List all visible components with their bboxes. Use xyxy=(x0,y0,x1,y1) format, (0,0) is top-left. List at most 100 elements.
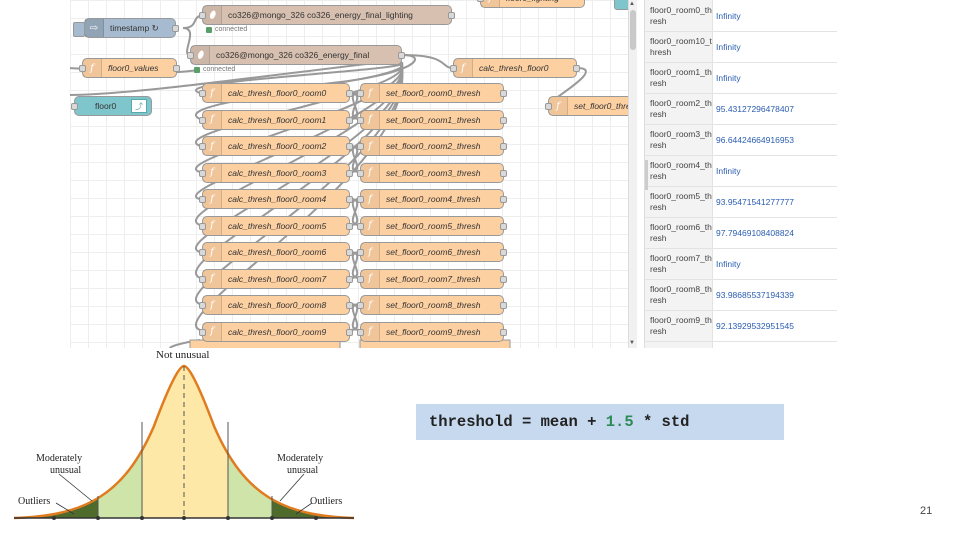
label-outliers-right: Outliers xyxy=(310,496,342,507)
node-label: calc_thresh_floor0_room0 xyxy=(228,88,327,98)
row-key: floor0_room1_thresh xyxy=(650,67,712,88)
status-dot-icon xyxy=(194,66,200,73)
row-key: floor0_room8_thresh xyxy=(650,284,712,305)
node-label: set_floor0_room6_thresh xyxy=(386,247,481,257)
scroll-up-icon[interactable]: ▲ xyxy=(629,1,635,7)
row-value: 97.79469108408824 xyxy=(716,228,794,238)
function-icon: f xyxy=(203,216,222,235)
node-label: calc_thresh_floor0_room3 xyxy=(228,167,327,178)
label-moderately-unusual-right-1: Moderately xyxy=(277,453,323,464)
node-label: set_floor0_room2_thresh xyxy=(386,141,481,151)
inject-button[interactable] xyxy=(73,22,85,37)
scroll-down-icon[interactable]: ▼ xyxy=(629,340,635,346)
center-region xyxy=(142,366,228,518)
mongodb-node-lighting[interactable]: ⬮ co326@mongo_326 co326_energy_final_lig… xyxy=(199,5,455,25)
node-label: calc_thresh_floor0 xyxy=(479,63,549,73)
function-icon: f xyxy=(203,190,222,208)
row-key: floor0_room10_thresh xyxy=(650,36,712,57)
node-label: set_floor0_room3_thresh xyxy=(386,167,481,178)
node-label: timestamp ↻ xyxy=(110,22,159,33)
function-node-floor0-values[interactable]: f floor0_values xyxy=(79,58,180,78)
table-row[interactable]: floor0_room10_thresh Infinity xyxy=(645,31,837,63)
function-node-set-thresh-room[interactable]: f set_floor0_room8_thresh xyxy=(357,295,507,315)
label-outliers-left: Outliers xyxy=(18,496,50,507)
function-node-calc-thresh-floor0[interactable]: f calc_thresh_floor0 xyxy=(450,58,580,78)
row-value: Infinity xyxy=(716,166,741,176)
node-status-connected: connected xyxy=(206,26,247,33)
node-label: floor0_lighting xyxy=(500,0,565,3)
function-icon: f xyxy=(203,137,222,155)
row-key: floor0_room3_thresh xyxy=(650,129,712,150)
node-label: set_floor0_thre xyxy=(574,101,631,111)
function-icon: f xyxy=(203,269,222,288)
scrollbar-thumb[interactable] xyxy=(630,10,636,50)
row-value: 95.43127296478407 xyxy=(716,104,794,114)
mongodb-node-final[interactable]: ⬮ co326@mongo_326 co326_energy_final xyxy=(187,45,405,65)
normal-distribution-diagram: Not unusual Moderately unusual Moderatel… xyxy=(14,349,354,520)
database-icon: ⬮ xyxy=(191,46,210,64)
node-label: co326@mongo_326 co326_energy_final xyxy=(216,50,370,60)
function-icon: f xyxy=(361,84,380,102)
function-icon: f xyxy=(361,163,380,182)
function-icon: f xyxy=(361,322,380,341)
function-node-calc-thresh-room[interactable]: f calc_thresh_floor0_room5 xyxy=(199,215,353,236)
editor-scrollbar[interactable] xyxy=(628,0,637,348)
function-icon: f xyxy=(361,243,380,261)
page-number: 21 xyxy=(920,505,933,517)
node-label: calc_thresh_floor0_room2 xyxy=(228,141,327,151)
row-value: Infinity xyxy=(716,42,741,52)
function-node-set-thresh-room[interactable]: f set_floor0_room3_thresh xyxy=(357,162,507,183)
node-label: set_floor0_room7_thresh xyxy=(386,273,481,284)
database-icon: ⬮ xyxy=(203,6,222,24)
moderate-region-left xyxy=(98,366,142,518)
function-icon: f xyxy=(361,216,380,235)
table-scroll-indicator[interactable] xyxy=(645,160,648,190)
function-node-set-thresh-room[interactable]: f set_floor0_room6_thresh xyxy=(357,242,507,262)
function-node-calc-thresh-room[interactable]: f calc_thresh_floor0_room0 xyxy=(199,83,353,103)
node-label: calc_thresh_floor0_room6 xyxy=(228,247,327,257)
label-moderately-unusual-left-2: unusual xyxy=(50,465,81,476)
table-row[interactable]: floor0_room2_thresh 95.43127296478407 xyxy=(645,93,837,125)
label-moderately-unusual-right-2: unusual xyxy=(287,465,318,476)
node-label: set_floor0_room8_thresh xyxy=(386,300,481,310)
flow-editor-canvas[interactable]: f floor0_lighting ⇨ timestamp ↻ ⬮ co326@… xyxy=(70,0,637,348)
label-not-unusual: Not unusual xyxy=(156,349,209,361)
function-icon: f xyxy=(203,84,222,102)
node-label: set_floor0_room4_thresh xyxy=(386,194,481,204)
function-node-calc-thresh-room[interactable]: f calc_thresh_floor0_room2 xyxy=(199,136,353,156)
row-key: floor0_room2_thresh xyxy=(650,98,712,119)
row-value: Infinity xyxy=(716,259,741,269)
row-value: Infinity xyxy=(716,11,741,21)
function-node-lighting[interactable]: f floor0_lighting xyxy=(477,0,585,8)
inject-node-timestamp[interactable]: ⇨ timestamp ↻ xyxy=(73,18,179,38)
function-node-set-floor0-thresh[interactable]: f set_floor0_thre xyxy=(545,96,637,116)
function-icon: f xyxy=(361,296,380,314)
node-label: calc_thresh_floor0_room5 xyxy=(228,220,327,231)
function-icon: f xyxy=(203,110,222,129)
threshold-formula: threshold = mean + 1.5 * std xyxy=(416,404,784,440)
chart-node-floor0[interactable]: floor0 ⤴ xyxy=(71,96,152,116)
